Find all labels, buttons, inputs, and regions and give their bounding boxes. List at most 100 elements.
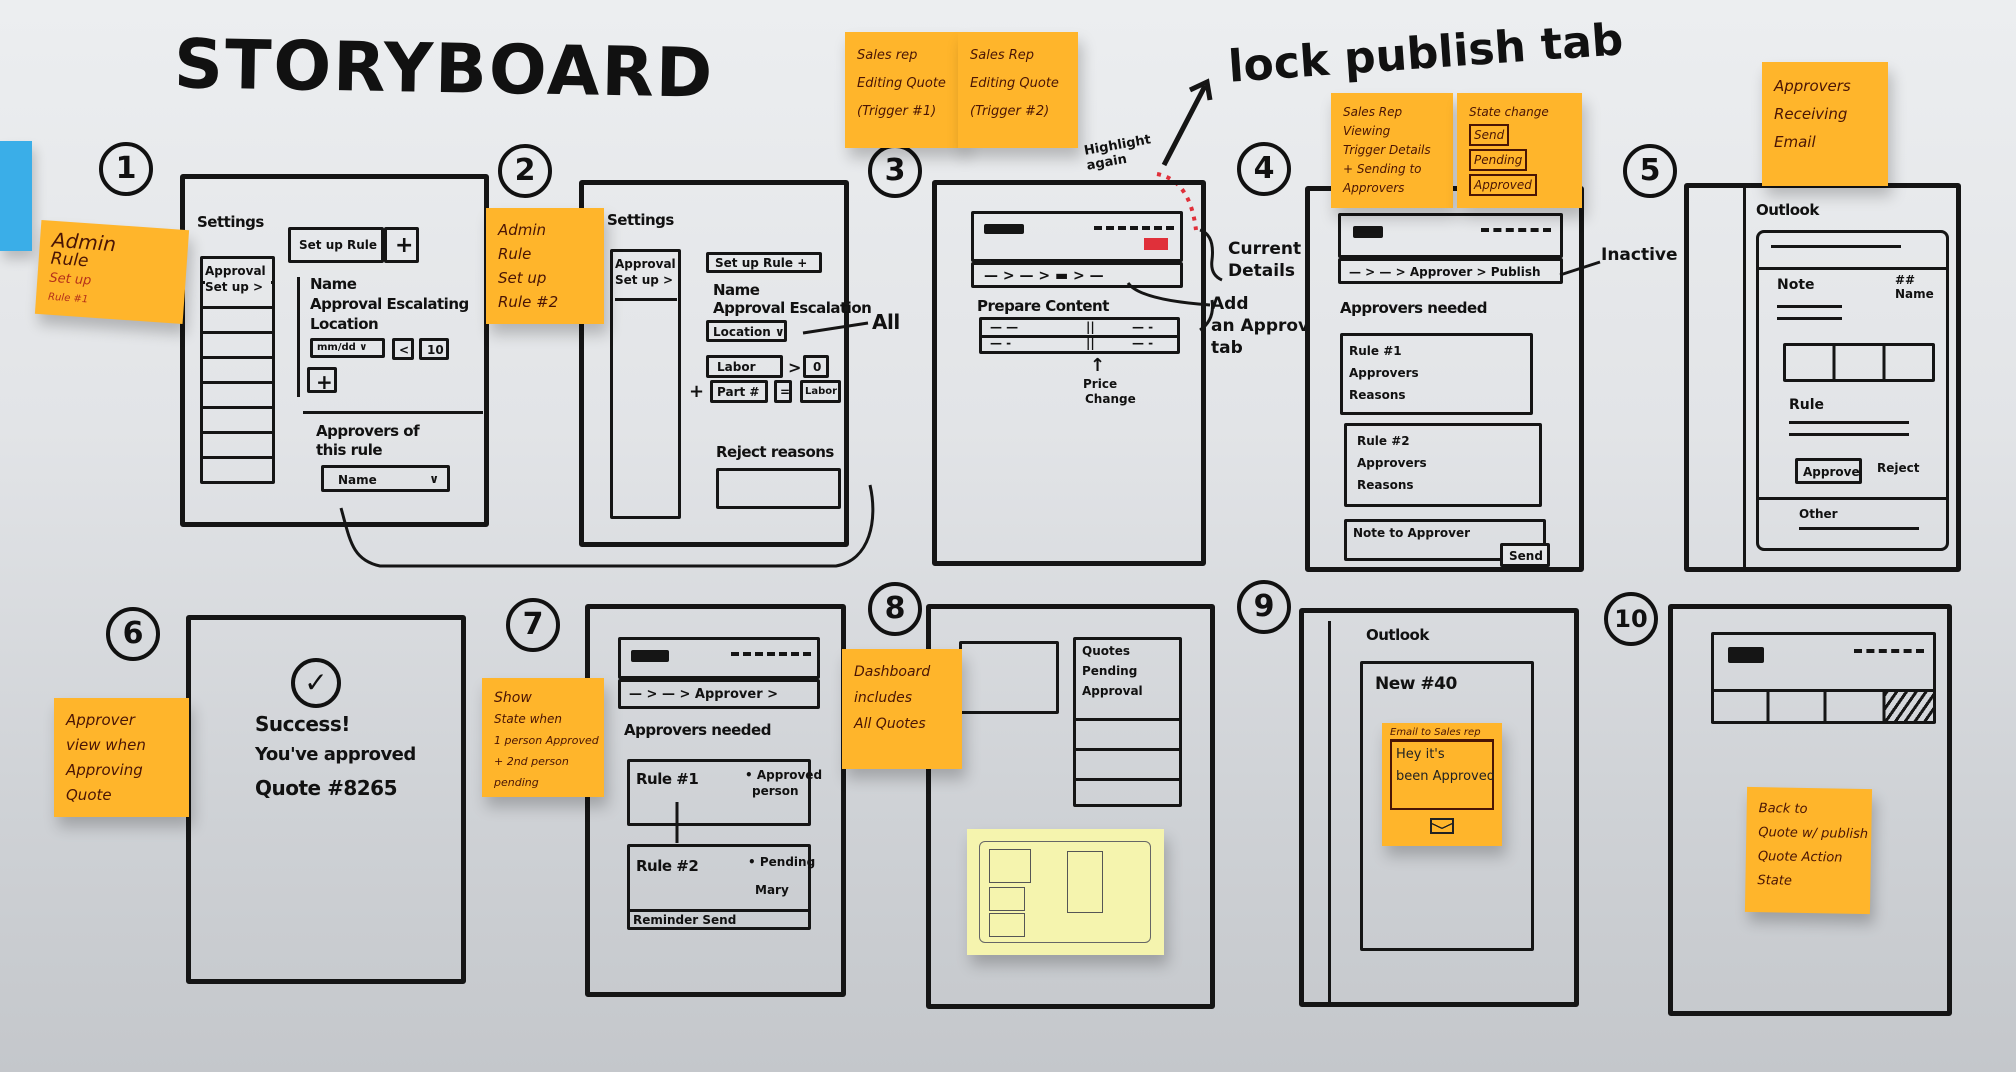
threshold-input[interactable]: 0	[803, 355, 829, 378]
logo-block	[984, 224, 1024, 234]
note-to-approver-field[interactable]: Note to Approver	[1344, 519, 1546, 561]
plus-icon: +	[316, 370, 333, 394]
price-cell: ||	[1086, 336, 1095, 350]
sidebar-item-approval-setup[interactable]: Approval Set up >	[205, 263, 271, 305]
highlight-dotted-line	[1156, 172, 1198, 231]
sticky-line: Quote w/ publish	[1758, 825, 1869, 843]
sketch-card	[989, 887, 1025, 911]
approvers-needed-heading: Approvers needed	[1340, 299, 1487, 317]
sticky-note-dashboard-sketch	[967, 829, 1164, 955]
sidebar-item-approval-setup[interactable]: Approval Set up >	[615, 256, 677, 301]
stage-breadcrumb[interactable]: — > — > Approver > Publish	[1338, 258, 1563, 284]
text-line	[1789, 433, 1909, 436]
location-dropdown[interactable]: Location ∨	[706, 320, 787, 342]
value-input[interactable]: 10	[419, 338, 449, 360]
cell: — —	[990, 320, 1019, 334]
frame-8-dashboard: Quotes Pending Approval	[926, 604, 1215, 1009]
settings-sidebar: Approval Set up >	[610, 249, 681, 519]
annotation-line: Current	[1228, 239, 1302, 259]
labor-dropdown[interactable]: Labor	[706, 355, 783, 378]
setup-rule-label: Set up Rule	[299, 238, 378, 252]
email-header-divider	[1759, 267, 1946, 270]
quote-number: Quote #8265	[255, 776, 398, 800]
frame-2-rule-settings: Settings Approval Set up > Set up Rule +…	[579, 180, 872, 547]
frame-3-quote-editing: — > — > ▬ > — Prepare Content — — || — -…	[932, 180, 1206, 566]
other-label: Other	[1799, 507, 1838, 521]
step-number-2: 2	[498, 144, 552, 198]
setup-rule-button[interactable]: Set up Rule +	[706, 252, 822, 273]
dropdown-value: Name	[338, 473, 377, 487]
success-message: You've approved	[255, 744, 416, 765]
sticky-line: Set up	[498, 269, 547, 287]
email-body: New #40	[1360, 661, 1534, 951]
nav-dashes	[1094, 226, 1174, 230]
step-number-1: 1	[99, 142, 153, 196]
setup-rule-label: Set up Rule +	[715, 256, 808, 270]
sticky-title: State change	[1469, 105, 1549, 119]
stage-breadcrumb[interactable]: — > — > ▬ > —	[971, 262, 1183, 288]
equals-operator[interactable]: =	[774, 380, 792, 403]
reminder-label: Reminder Send	[633, 913, 737, 927]
logo-block	[1728, 647, 1764, 663]
highlighted-button[interactable]	[1144, 238, 1168, 250]
list-header-line: Pending	[1082, 664, 1138, 678]
frame-1-rule-settings: Settings Approval Set up > Set up Rule +…	[180, 174, 489, 527]
value-text: 10	[427, 343, 444, 357]
sticky-line: Sales Rep	[1343, 105, 1403, 119]
rule-label: Rule	[1789, 397, 1825, 413]
settings-sidebar: Approval Set up >	[200, 256, 275, 484]
add-condition-icon[interactable]: +	[689, 381, 704, 402]
section-divider	[303, 411, 483, 414]
quote-number-label: ##	[1895, 273, 1916, 287]
action-tabs[interactable]	[1711, 689, 1936, 724]
rule-name: Rule #1	[1349, 344, 1402, 358]
sticky-header: Email to Sales rep	[1390, 727, 1494, 740]
line-items-table: — — || — - — - || — -	[979, 317, 1180, 354]
step-number-10: 10	[1604, 592, 1658, 646]
reminder-send-button[interactable]: Reminder Send	[627, 909, 811, 930]
reject-reasons-label: Reject reasons	[716, 443, 834, 461]
prepare-content-heading: Prepare Content	[977, 297, 1109, 315]
success-heading: Success!	[255, 712, 350, 736]
approve-button[interactable]: Approve	[1795, 458, 1862, 484]
all-connector	[802, 321, 869, 335]
approvers-label-2: this rule	[316, 441, 383, 459]
active-tab-hatched[interactable]	[1885, 689, 1933, 721]
reject-reasons-textarea[interactable]	[716, 468, 841, 509]
cell: — -	[1132, 320, 1154, 334]
setup-rule-button[interactable]: Set up Rule	[288, 227, 384, 263]
rule-status: • Pending	[748, 855, 816, 869]
sticky-line: + Sending to	[1343, 162, 1422, 176]
labor-value: Labor	[717, 360, 756, 374]
part-number-field[interactable]: Part #	[710, 380, 768, 403]
labor-value-field[interactable]: Labor	[800, 380, 841, 403]
rule-approver: Mary	[755, 883, 789, 897]
date-dropdown[interactable]: mm/dd ∨	[310, 338, 385, 358]
operator-select[interactable]: <	[392, 338, 414, 360]
send-button[interactable]: Send	[1500, 543, 1550, 567]
field-name: Name	[310, 275, 357, 293]
text-line	[1777, 305, 1842, 308]
part-label: Part #	[717, 385, 760, 399]
location-value: Location ∨	[713, 325, 785, 339]
outlook-label: Outlook	[1366, 626, 1429, 644]
dashboard-widget	[959, 641, 1059, 714]
approvers-label: Approvers of	[316, 422, 420, 440]
frame-7-approval-state: — > — > Approver > Approvers needed Rule…	[585, 604, 846, 997]
rule-card-2: Rule #2 Approvers Reasons	[1344, 423, 1542, 507]
reject-button[interactable]: Reject	[1877, 461, 1920, 475]
frame-5-outlook-email: Outlook Note ## Name Rule Approve Reject…	[1684, 183, 1961, 572]
sticky-line: (Trigger #2)	[970, 104, 1050, 119]
quote-header	[1338, 213, 1563, 258]
sticky-line: view when	[66, 736, 146, 754]
sticky-line: Quote	[66, 786, 112, 804]
sticky-line: Viewing	[1343, 124, 1391, 138]
stage-breadcrumb[interactable]: — > — > Approver >	[618, 679, 820, 709]
add-condition-button[interactable]: +	[307, 367, 337, 394]
add-rule-button[interactable]: +	[384, 227, 419, 263]
sketch-card	[1067, 851, 1103, 913]
approver-name-dropdown[interactable]: Name ∨	[321, 465, 450, 492]
